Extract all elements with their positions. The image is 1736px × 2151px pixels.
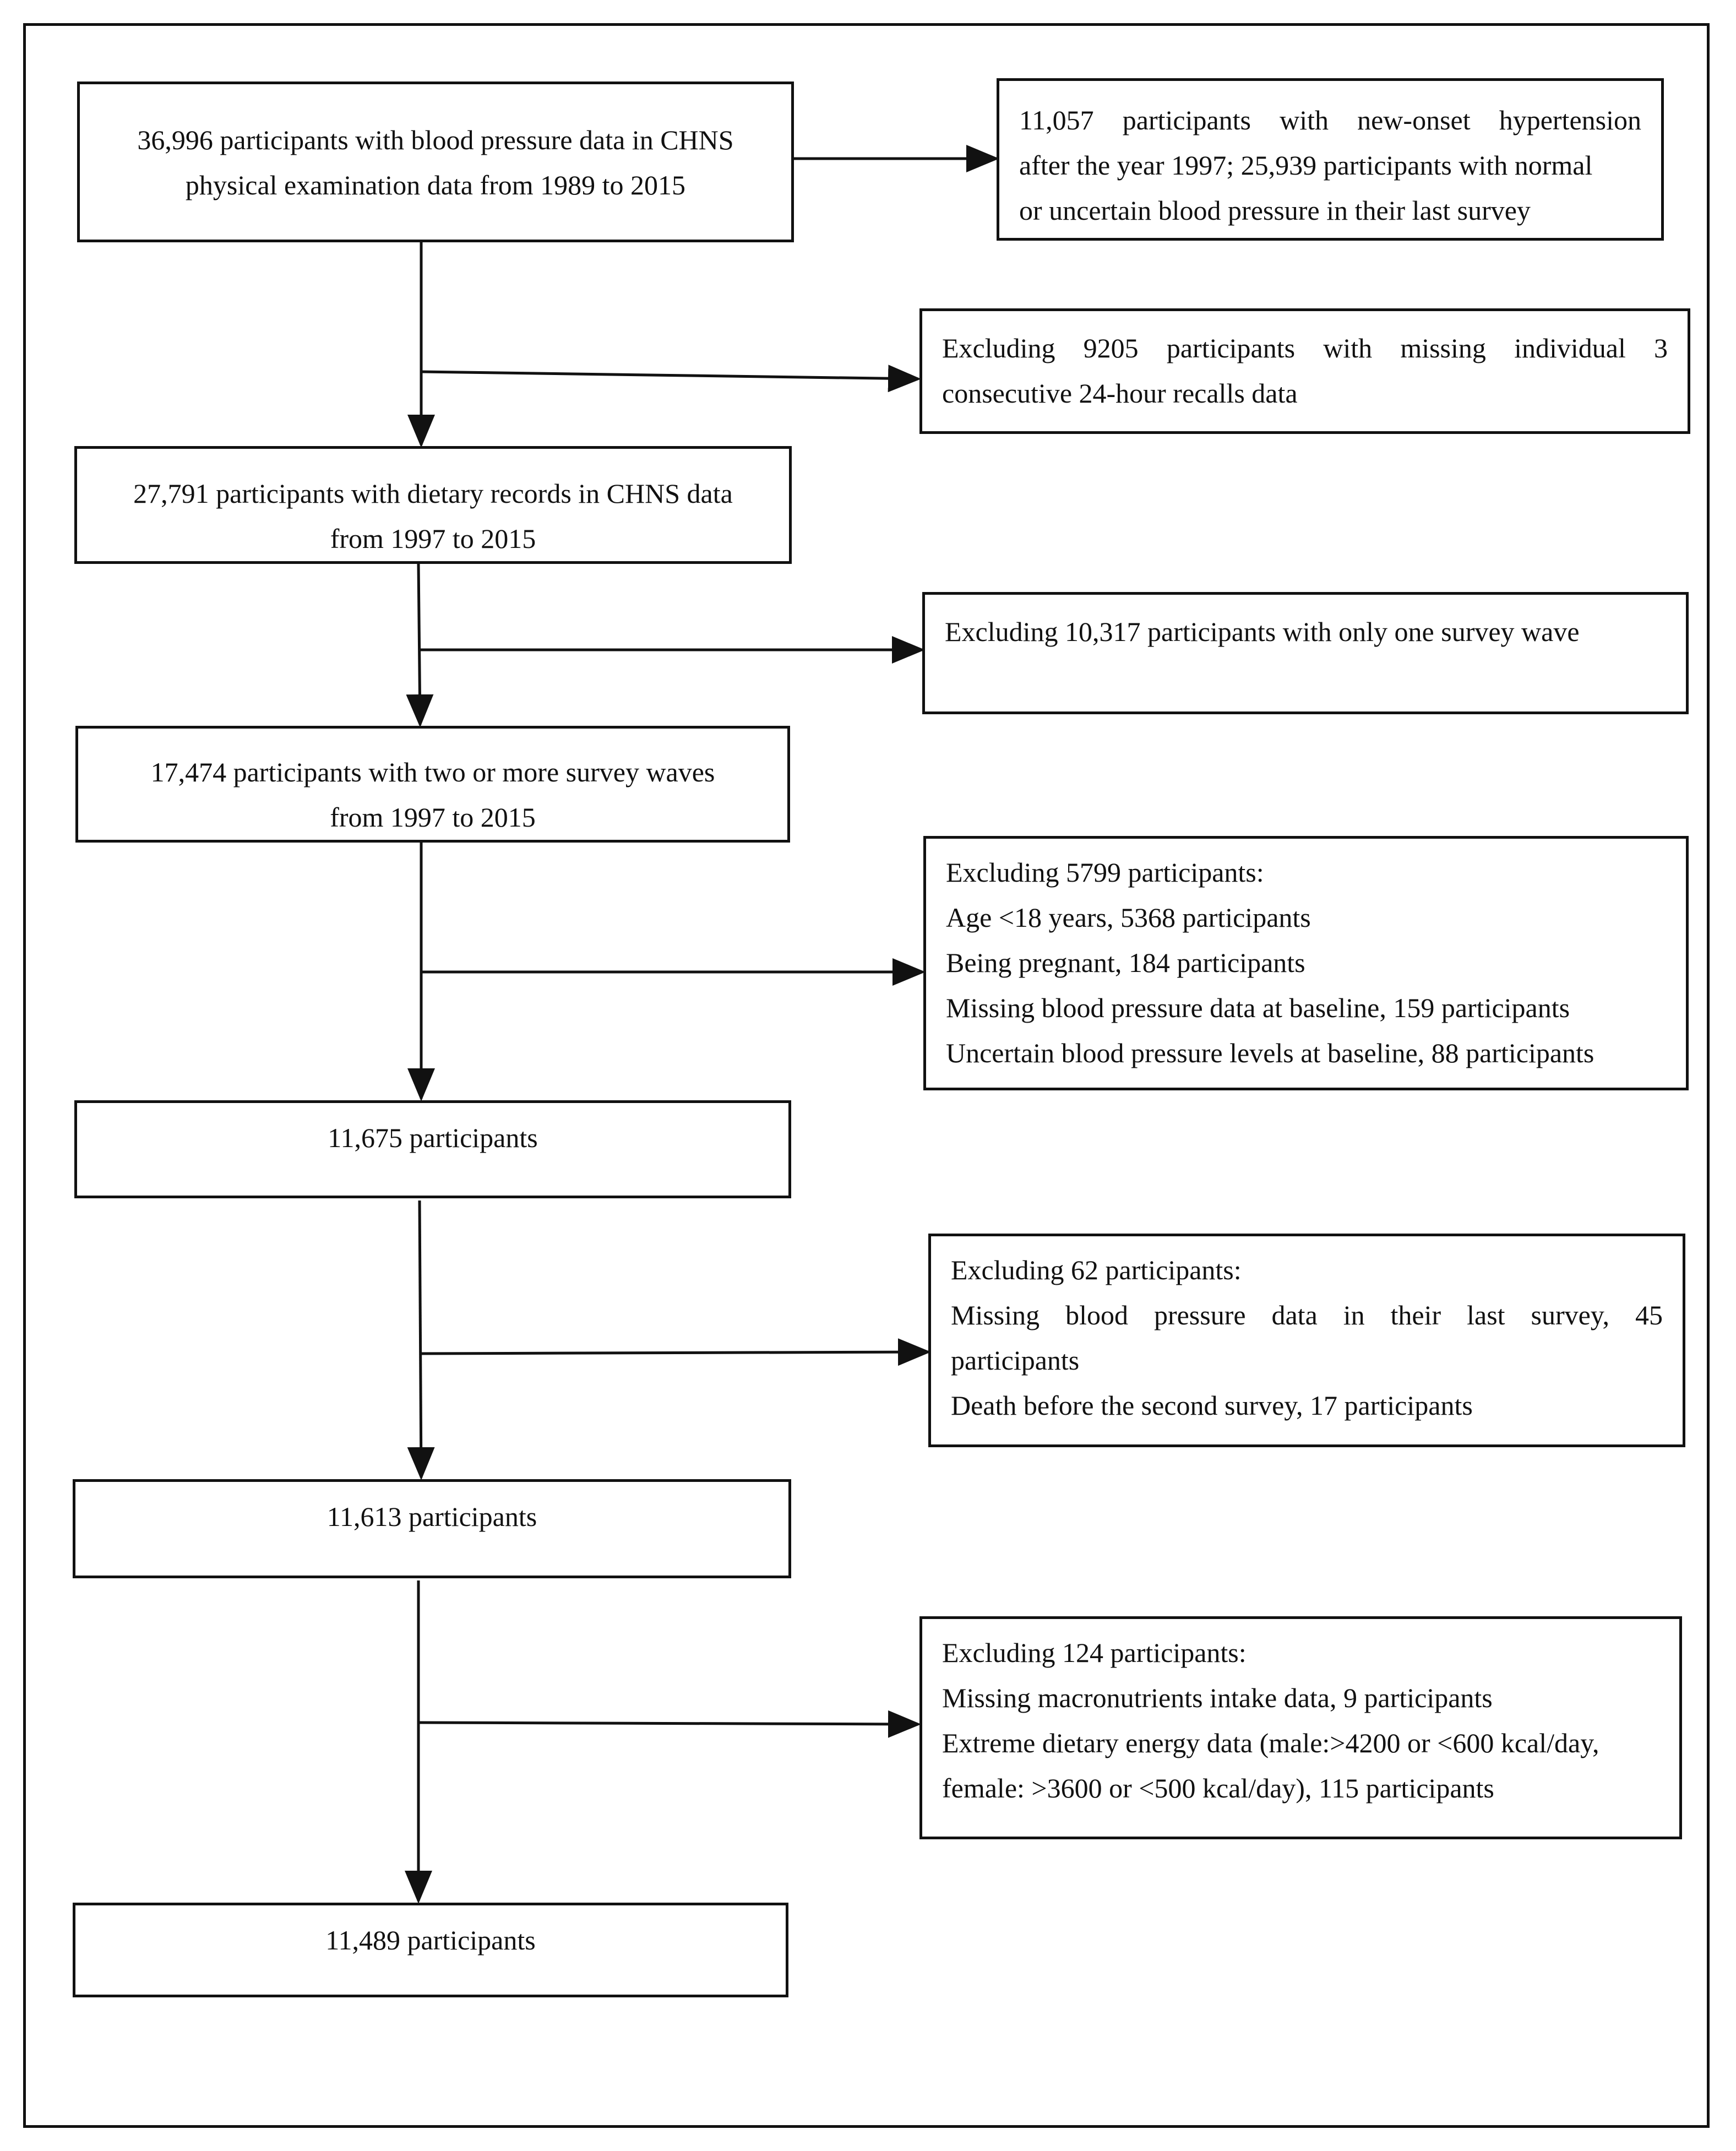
side-note-6-line-3: Extreme dietary energy data (male:>4200 … bbox=[942, 1728, 1599, 1758]
arrow-to-side-note-2 bbox=[421, 365, 921, 393]
side-note-6-line-2: Missing macronutrients intake data, 9 pa… bbox=[942, 1682, 1493, 1713]
side-note-6-line-1: Excluding 124 participants: bbox=[942, 1637, 1247, 1668]
side-note-5-line-3: participants bbox=[951, 1345, 1080, 1376]
side-note-2-line-2: consecutive 24-hour recalls data bbox=[942, 378, 1298, 409]
side-note-1-line-3: or uncertain blood pressure in their las… bbox=[1019, 195, 1531, 226]
side-note-1: 11,057 participants with new-onset hyper… bbox=[997, 78, 1664, 241]
side-note-4: Excluding 5799 participants: Age <18 yea… bbox=[923, 836, 1689, 1090]
side-note-4-line-1: Excluding 5799 participants: bbox=[946, 857, 1264, 888]
main-step-2-line-2: from 1997 to 2015 bbox=[330, 523, 536, 554]
side-note-6: Excluding 124 participants: Missing macr… bbox=[919, 1616, 1682, 1839]
main-step-6: 11,489 participants bbox=[73, 1903, 788, 1997]
main-step-3: 17,474 participants with two or more sur… bbox=[75, 726, 790, 843]
side-note-2-line-1: Excluding 9205 participants with missing… bbox=[942, 333, 1668, 363]
arrow-step-4-to-step-5 bbox=[407, 1200, 435, 1480]
side-note-3-line-1: Excluding 10,317 participants with only … bbox=[945, 616, 1580, 647]
main-step-2: 27,791 participants with dietary records… bbox=[74, 446, 792, 564]
main-step-5: 11,613 participants bbox=[73, 1479, 791, 1578]
side-note-5: Excluding 62 participants: Missing blood… bbox=[928, 1234, 1685, 1447]
side-note-3: Excluding 10,317 participants with only … bbox=[922, 592, 1689, 714]
side-note-6-line-4: female: >3600 or <500 kcal/day), 115 par… bbox=[942, 1773, 1494, 1804]
main-step-3-line-1: 17,474 participants with two or more sur… bbox=[150, 757, 715, 787]
side-note-2: Excluding 9205 participants with missing… bbox=[919, 308, 1690, 434]
side-note-5-line-2: Missing blood pressure data in their las… bbox=[951, 1300, 1663, 1330]
side-note-4-line-2: Age <18 years, 5368 participants bbox=[946, 902, 1311, 933]
main-step-4: 11,675 participants bbox=[74, 1100, 791, 1198]
arrow-step-2-to-step-3 bbox=[406, 563, 434, 727]
main-step-1-line-1: 36,996 participants with blood pressure … bbox=[137, 124, 734, 155]
side-note-4-line-4: Missing blood pressure data at baseline,… bbox=[946, 992, 1570, 1023]
side-note-1-line-2: after the year 1997; 25,939 participants… bbox=[1019, 150, 1593, 181]
side-note-4-line-5: Uncertain blood pressure levels at basel… bbox=[946, 1038, 1594, 1068]
side-note-5-line-4: Death before the second survey, 17 parti… bbox=[951, 1390, 1473, 1421]
side-note-4-line-3: Being pregnant, 184 participants bbox=[946, 947, 1305, 978]
main-step-4-line-1: 11,675 participants bbox=[328, 1122, 538, 1153]
main-step-6-line-1: 11,489 participants bbox=[325, 1925, 536, 1956]
main-step-2-line-1: 27,791 participants with dietary records… bbox=[133, 478, 733, 509]
arrow-to-side-note-5 bbox=[420, 1338, 931, 1366]
main-step-1: 36,996 participants with blood pressure … bbox=[77, 82, 794, 242]
arrow-to-side-note-6 bbox=[418, 1710, 921, 1738]
main-step-5-line-1: 11,613 participants bbox=[326, 1501, 537, 1532]
side-note-1-line-1: 11,057 participants with new-onset hyper… bbox=[1019, 105, 1641, 135]
side-note-5-line-1: Excluding 62 participants: bbox=[951, 1254, 1242, 1285]
main-step-1-line-2: physical examination data from 1989 to 2… bbox=[185, 170, 686, 200]
diagram-frame bbox=[23, 23, 1710, 2128]
main-step-3-line-2: from 1997 to 2015 bbox=[330, 802, 536, 833]
